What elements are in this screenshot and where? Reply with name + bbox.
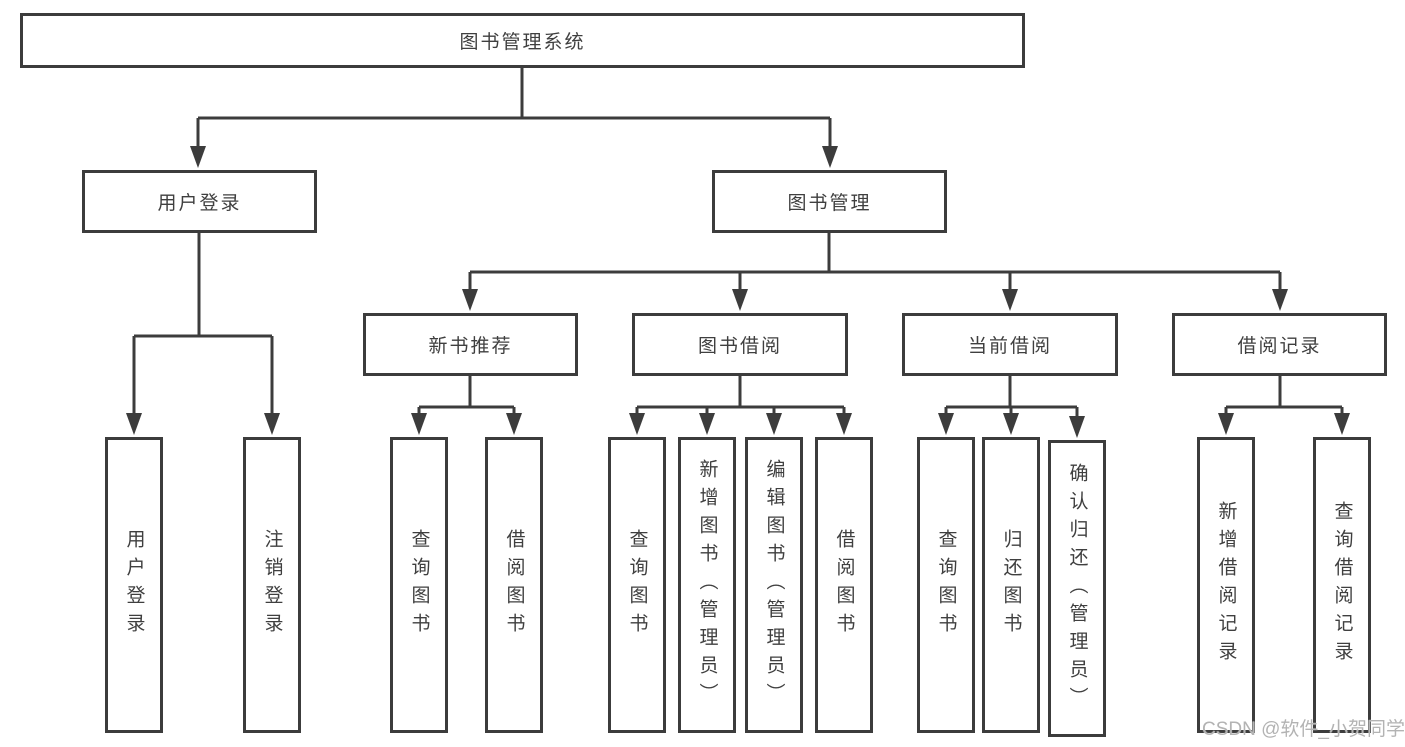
connector-bookmgmt-to-level3 <box>462 233 1288 311</box>
leaf-borrow-book-2-label: 借阅图书 <box>833 529 855 641</box>
leaf-query-book-1: 查询图书 <box>390 437 448 733</box>
leaf-edit-book-admin: 编辑图书（管理员） <box>745 437 803 733</box>
node-book-management: 图书管理 <box>712 170 947 233</box>
node-borrow-record-label: 借阅记录 <box>1237 336 1322 357</box>
leaf-borrow-book-1: 借阅图书 <box>485 437 543 733</box>
node-current-borrow-label: 当前借阅 <box>967 336 1052 357</box>
connector-record-to-leaves <box>1218 376 1350 435</box>
connector-borrow-to-leaves <box>629 376 852 435</box>
node-new-book-recommend: 新书推荐 <box>363 313 578 376</box>
connector-current-to-leaves <box>938 376 1085 438</box>
leaf-query-book-3-label: 查询图书 <box>935 529 957 641</box>
node-new-book-recommend-label: 新书推荐 <box>428 336 513 357</box>
leaf-query-book-1-label: 查询图书 <box>408 529 430 641</box>
leaf-user-login: 用户登录 <box>105 437 163 733</box>
node-user-login: 用户登录 <box>82 170 317 233</box>
connector-root-to-level2 <box>190 68 838 168</box>
connector-userlogin-to-leaves <box>126 233 280 435</box>
leaf-confirm-return-admin-label: 确认归还（管理员） <box>1066 462 1088 715</box>
leaf-return-book-label: 归还图书 <box>1000 529 1022 641</box>
node-root-label: 图书管理系统 <box>459 32 586 53</box>
leaf-logout: 注销登录 <box>243 437 301 733</box>
node-user-login-label: 用户登录 <box>157 193 242 214</box>
leaf-add-borrow-record-label: 新增借阅记录 <box>1215 501 1237 669</box>
leaf-query-book-2-label: 查询图书 <box>626 529 648 641</box>
node-book-borrow-label: 图书借阅 <box>697 336 782 357</box>
node-current-borrow: 当前借阅 <box>902 313 1118 376</box>
leaf-query-book-2: 查询图书 <box>608 437 666 733</box>
node-book-borrow: 图书借阅 <box>632 313 848 376</box>
leaf-confirm-return-admin: 确认归还（管理员） <box>1048 440 1106 737</box>
leaf-query-borrow-record-label: 查询借阅记录 <box>1331 501 1353 669</box>
leaf-edit-book-admin-label: 编辑图书（管理员） <box>763 459 785 711</box>
leaf-query-borrow-record: 查询借阅记录 <box>1313 437 1371 733</box>
csdn-watermark: CSDN @软件_小贺同学 <box>1202 719 1405 740</box>
leaf-add-book-admin-label: 新增图书（管理员） <box>696 459 718 711</box>
leaf-borrow-book-1-label: 借阅图书 <box>503 529 525 641</box>
leaf-logout-label: 注销登录 <box>261 529 283 641</box>
leaf-query-book-3: 查询图书 <box>917 437 975 733</box>
node-book-management-label: 图书管理 <box>787 193 872 214</box>
node-borrow-record: 借阅记录 <box>1172 313 1387 376</box>
leaf-user-login-label: 用户登录 <box>123 529 145 641</box>
leaf-borrow-book-2: 借阅图书 <box>815 437 873 733</box>
leaf-add-borrow-record: 新增借阅记录 <box>1197 437 1255 733</box>
leaf-add-book-admin: 新增图书（管理员） <box>678 437 736 733</box>
leaf-return-book: 归还图书 <box>982 437 1040 733</box>
node-root: 图书管理系统 <box>20 13 1025 68</box>
connector-newbook-to-leaves <box>411 376 522 435</box>
